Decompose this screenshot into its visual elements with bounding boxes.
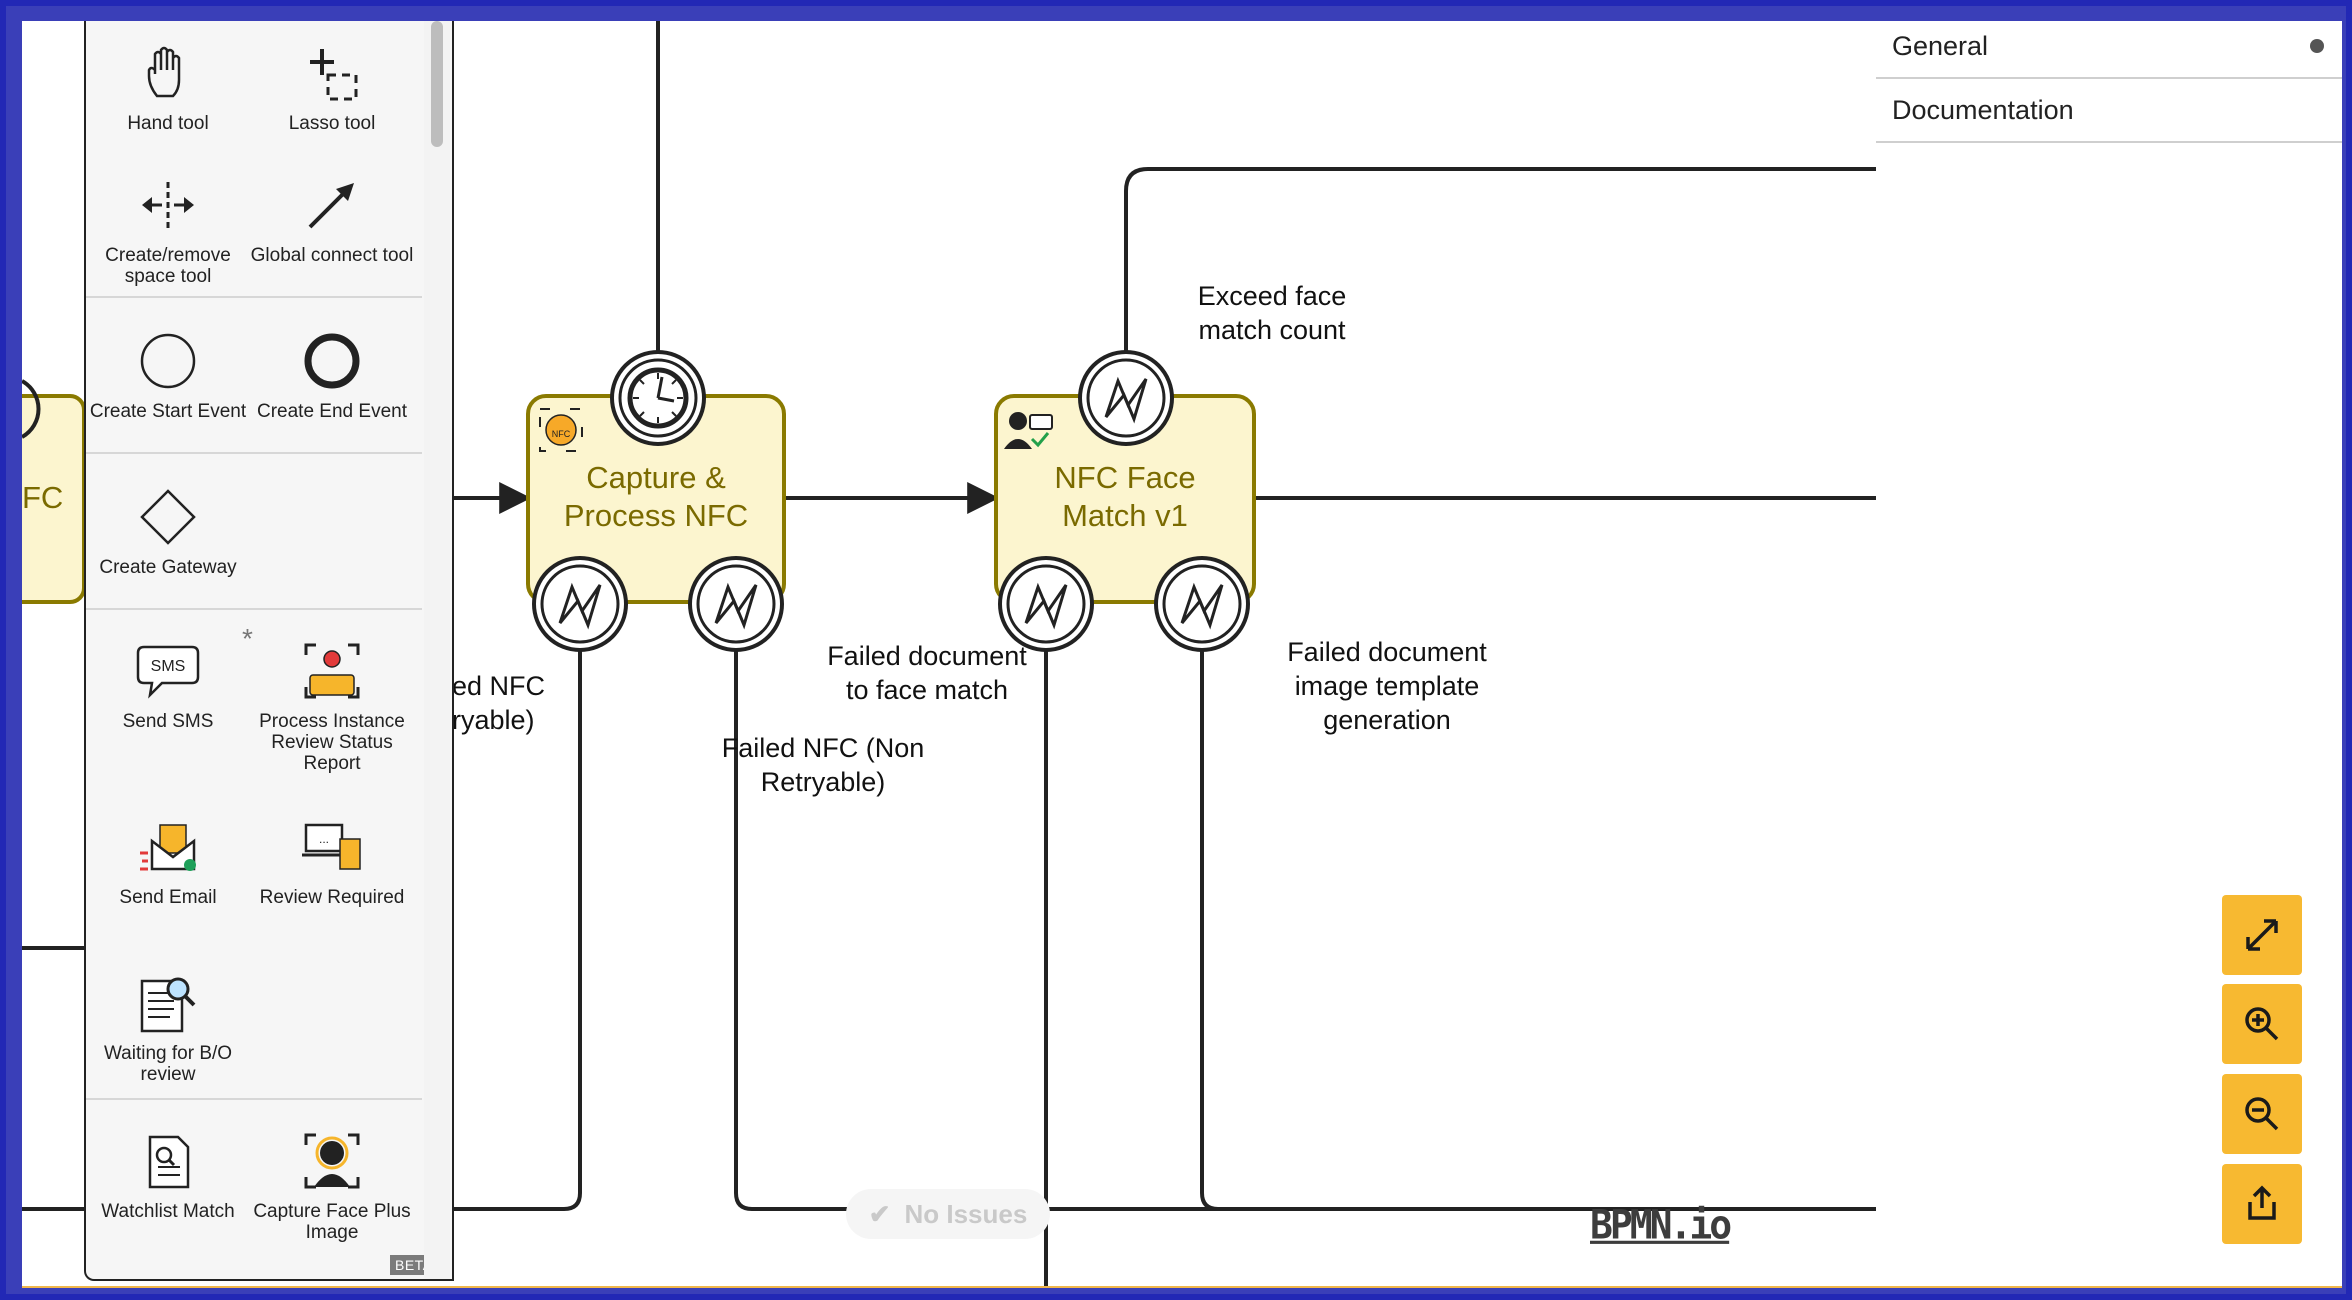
hand-icon xyxy=(147,46,181,98)
sms-icon: SMS xyxy=(136,645,200,699)
create-end-event[interactable]: Create End Event xyxy=(250,329,414,422)
send-sms[interactable]: SMS Send SMS xyxy=(86,639,250,732)
palette-scrollbar[interactable] xyxy=(424,21,450,1279)
process-instance-review-status-report[interactable]: Process Instance Review Status Report xyxy=(250,639,414,774)
error-boundary-event-nfc-nonretry xyxy=(688,556,784,652)
task-label-nfc-face-match: NFC Face Match v1 xyxy=(1054,460,1196,533)
create-gateway[interactable]: Create Gateway xyxy=(86,485,250,578)
create-end-event-label: Create End Event xyxy=(257,401,407,422)
tool-palette: Hand tool Lasso tool Create/remove space… xyxy=(84,21,454,1281)
watchlist-match-label: Watchlist Match xyxy=(101,1201,235,1222)
divider xyxy=(1876,77,2342,79)
window-frame: NFC xyxy=(6,6,2346,1294)
task-label-partial: FC xyxy=(22,480,64,515)
export-button[interactable] xyxy=(2222,1164,2302,1244)
global-connect-tool-label: Global connect tool xyxy=(250,245,414,266)
palette-scrollbar-thumb[interactable] xyxy=(431,21,443,147)
review-required-label: Review Required xyxy=(259,887,405,908)
svg-text:SMS: SMS xyxy=(151,658,186,675)
zoom-in-button[interactable] xyxy=(2222,984,2302,1064)
global-connect-tool[interactable]: Global connect tool xyxy=(250,173,414,266)
lasso-icon xyxy=(310,49,358,101)
waiting-for-bo-review[interactable]: Waiting for B/O review xyxy=(86,971,250,1085)
lasso-tool[interactable]: Lasso tool xyxy=(250,41,414,134)
process-instance-review-label: Process Instance Review Status Report xyxy=(259,711,405,774)
lint-status-button[interactable]: ✔ No Issues xyxy=(846,1189,1050,1239)
task-capture-process-nfc: NFC xyxy=(526,394,786,604)
space-tool-icon xyxy=(142,182,194,228)
general-dot-icon xyxy=(2310,39,2324,53)
space-tool-label: Create/remove space tool xyxy=(105,245,231,287)
send-email-label: Send Email xyxy=(119,887,217,908)
nfc-icon: NFC xyxy=(539,408,583,452)
gateway-icon xyxy=(140,489,196,545)
error-boundary-event-exceed xyxy=(1078,350,1174,446)
palette-separator xyxy=(86,1098,422,1100)
task-nfc-face-match xyxy=(994,394,1256,604)
flow-exceed xyxy=(1124,167,1876,357)
review-required[interactable]: ... Review Required xyxy=(250,815,414,908)
error-boundary-event-face-match xyxy=(998,556,1094,652)
waiting-bo-review-label: Waiting for B/O review xyxy=(103,1043,233,1085)
zoom-in-icon xyxy=(2245,1007,2279,1041)
connect-arrow-icon xyxy=(308,183,354,229)
diagram-svg[interactable]: NFC xyxy=(22,21,2342,1286)
label-failed-nfc-retry: ed NFC ryable) xyxy=(452,671,546,735)
review-required-icon: ... xyxy=(302,823,361,870)
timer-boundary-event xyxy=(610,350,706,446)
label-failed-face-match: Failed document to face match xyxy=(827,641,1027,705)
flow-failed-retry xyxy=(450,650,582,1211)
capture-face-plus-label: Capture Face Plus Image xyxy=(253,1201,411,1243)
space-tool[interactable]: Create/remove space tool xyxy=(86,173,250,287)
zoom-out-icon xyxy=(2245,1097,2279,1131)
watchlist-icon xyxy=(148,1135,190,1189)
zoom-out-button[interactable] xyxy=(2222,1074,2302,1154)
bpmn-canvas[interactable]: NFC xyxy=(22,21,2342,1288)
palette-separator xyxy=(86,296,422,298)
hand-tool[interactable]: Hand tool xyxy=(86,41,250,134)
hand-tool-label: Hand tool xyxy=(127,113,209,134)
fullscreen-icon xyxy=(2246,919,2278,951)
tab-documentation[interactable]: Documentation xyxy=(1892,95,2074,125)
face-id-icon xyxy=(1004,412,1053,449)
flow-failed-nonretry xyxy=(734,650,1876,1211)
start-event-icon xyxy=(140,333,196,389)
label-failed-nfc-nonretry: Failed NFC (Non Retryable) xyxy=(721,733,925,797)
review-report-icon xyxy=(304,643,360,699)
lint-status-label: No Issues xyxy=(904,1198,1028,1229)
end-event-icon xyxy=(304,333,360,389)
label-exceed-face-match: Exceed face match count xyxy=(1197,281,1347,345)
create-gateway-label: Create Gateway xyxy=(99,557,237,578)
flow-failed-template xyxy=(1200,650,1876,1211)
check-icon: ✔ xyxy=(868,1198,891,1229)
palette-separator xyxy=(86,608,422,610)
face-capture-icon xyxy=(304,1133,360,1189)
create-start-event-label: Create Start Event xyxy=(89,401,247,422)
bpmn-io-logo[interactable]: BPMN.io xyxy=(1590,1201,1732,1249)
palette-separator xyxy=(86,452,422,454)
svg-text:...: ... xyxy=(319,832,329,846)
label-failed-template: Failed document image template generatio… xyxy=(1287,637,1487,735)
email-icon xyxy=(140,824,196,871)
capture-face-plus-image[interactable]: Capture Face Plus Image xyxy=(250,1129,414,1243)
watchlist-match[interactable]: Watchlist Match xyxy=(86,1129,250,1222)
send-email[interactable]: Send Email xyxy=(86,815,250,908)
tab-general[interactable]: General xyxy=(1892,31,1989,61)
task-label-capture-nfc: Capture & Process NFC xyxy=(563,460,749,533)
error-boundary-event-template xyxy=(1154,556,1250,652)
create-start-event[interactable]: Create Start Event xyxy=(86,329,250,422)
lasso-tool-label: Lasso tool xyxy=(288,113,376,134)
export-icon xyxy=(2248,1185,2276,1220)
star-marker: * xyxy=(242,623,253,654)
divider xyxy=(1876,141,2342,143)
document-search-icon xyxy=(140,977,196,1033)
error-boundary-event-nfc-retry xyxy=(532,556,628,652)
fullscreen-button[interactable] xyxy=(2222,895,2302,975)
svg-text:NFC: NFC xyxy=(552,429,571,439)
send-sms-label: Send SMS xyxy=(122,711,214,732)
